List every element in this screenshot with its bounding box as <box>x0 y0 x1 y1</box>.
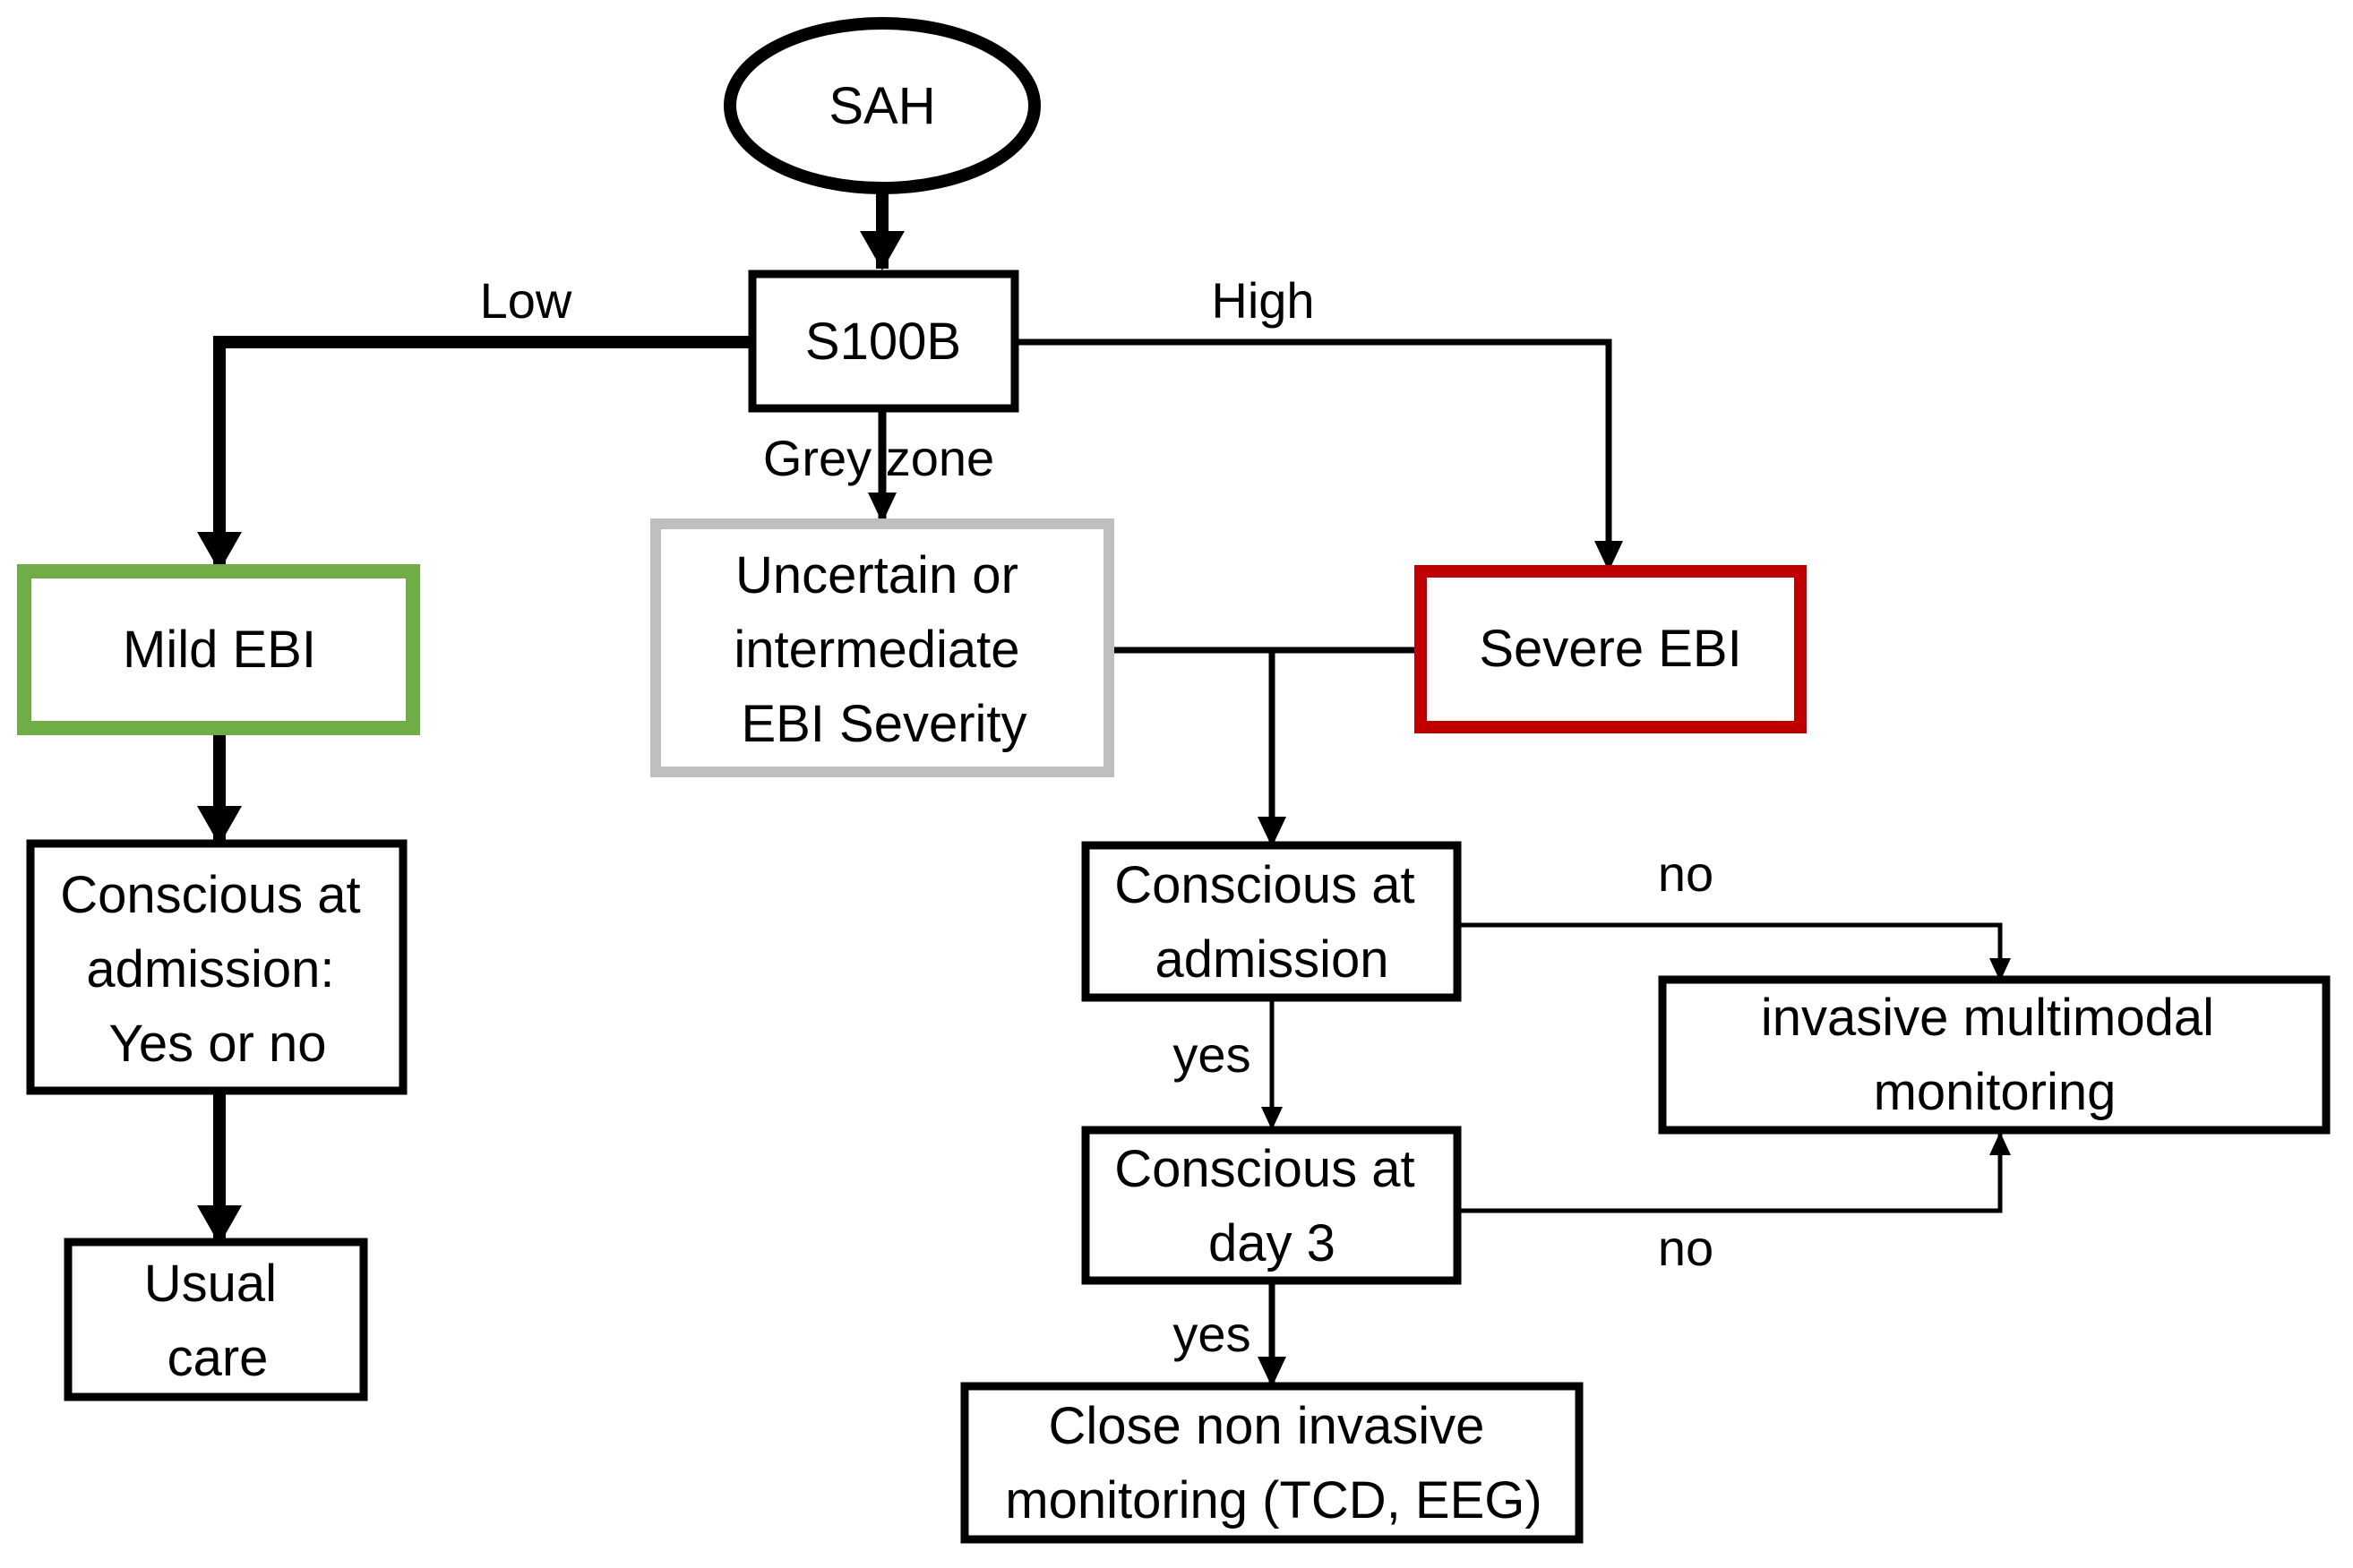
node-conscious-day3: Conscious at day 3 <box>1081 1126 1462 1285</box>
node-severe-ebi: Severe EBI <box>1414 565 1807 733</box>
node-uncertain-ebi: Uncertain or intermediate EBI Severity <box>650 518 1114 777</box>
node-mild-ebi: Mild EBI <box>17 564 420 735</box>
node-conscious-day3-label: Conscious at day 3 <box>1114 1140 1429 1272</box>
edge-admission-no-to-invasive <box>1457 922 2011 981</box>
node-s100b-label: S100B <box>805 313 961 371</box>
node-usual-care-label: Usual care <box>144 1255 291 1387</box>
edge-day3-no-to-invasive <box>1457 1132 2011 1213</box>
node-conscious-admission: Conscious at admission <box>1081 841 1462 1002</box>
node-conscious-admission-label: Conscious at admission <box>1114 856 1429 989</box>
node-severe-ebi-label: Severe EBI <box>1479 620 1741 678</box>
node-sah-label: SAH <box>829 77 935 135</box>
node-sah: SAH <box>724 17 1041 194</box>
node-s100b: S100B <box>748 270 1019 413</box>
label-grey-zone: Grey zone <box>763 430 994 486</box>
node-conscious-mild: Conscious at admission: Yes or no <box>26 839 408 1095</box>
node-invasive-monitoring: invasive multimodal monitoring <box>1658 975 2331 1135</box>
label-admission-yes: yes <box>1172 1026 1250 1083</box>
label-admission-no: no <box>1658 845 1713 902</box>
edge-low-to-mild <box>197 336 752 571</box>
node-noninvasive-monitoring: Close non invasive monitoring (TCD, EEG) <box>960 1382 1584 1544</box>
label-high: High <box>1211 272 1314 329</box>
label-day3-yes: yes <box>1172 1306 1250 1362</box>
node-conscious-mild-label: Conscious at admission: Yes or no <box>60 866 374 1073</box>
edge-high-to-severe <box>1015 338 1623 571</box>
node-mild-ebi-label: Mild EBI <box>123 621 316 679</box>
node-uncertain-ebi-label: Uncertain or intermediate EBI Severity <box>734 546 1034 753</box>
label-day3-no: no <box>1658 1220 1713 1276</box>
node-noninvasive-monitoring-label: Close non invasive monitoring (TCD, EEG) <box>1005 1397 1541 1529</box>
node-invasive-monitoring-label: invasive multimodal monitoring <box>1761 989 2228 1121</box>
label-low: Low <box>480 272 572 329</box>
node-usual-care: Usual care <box>64 1238 368 1401</box>
